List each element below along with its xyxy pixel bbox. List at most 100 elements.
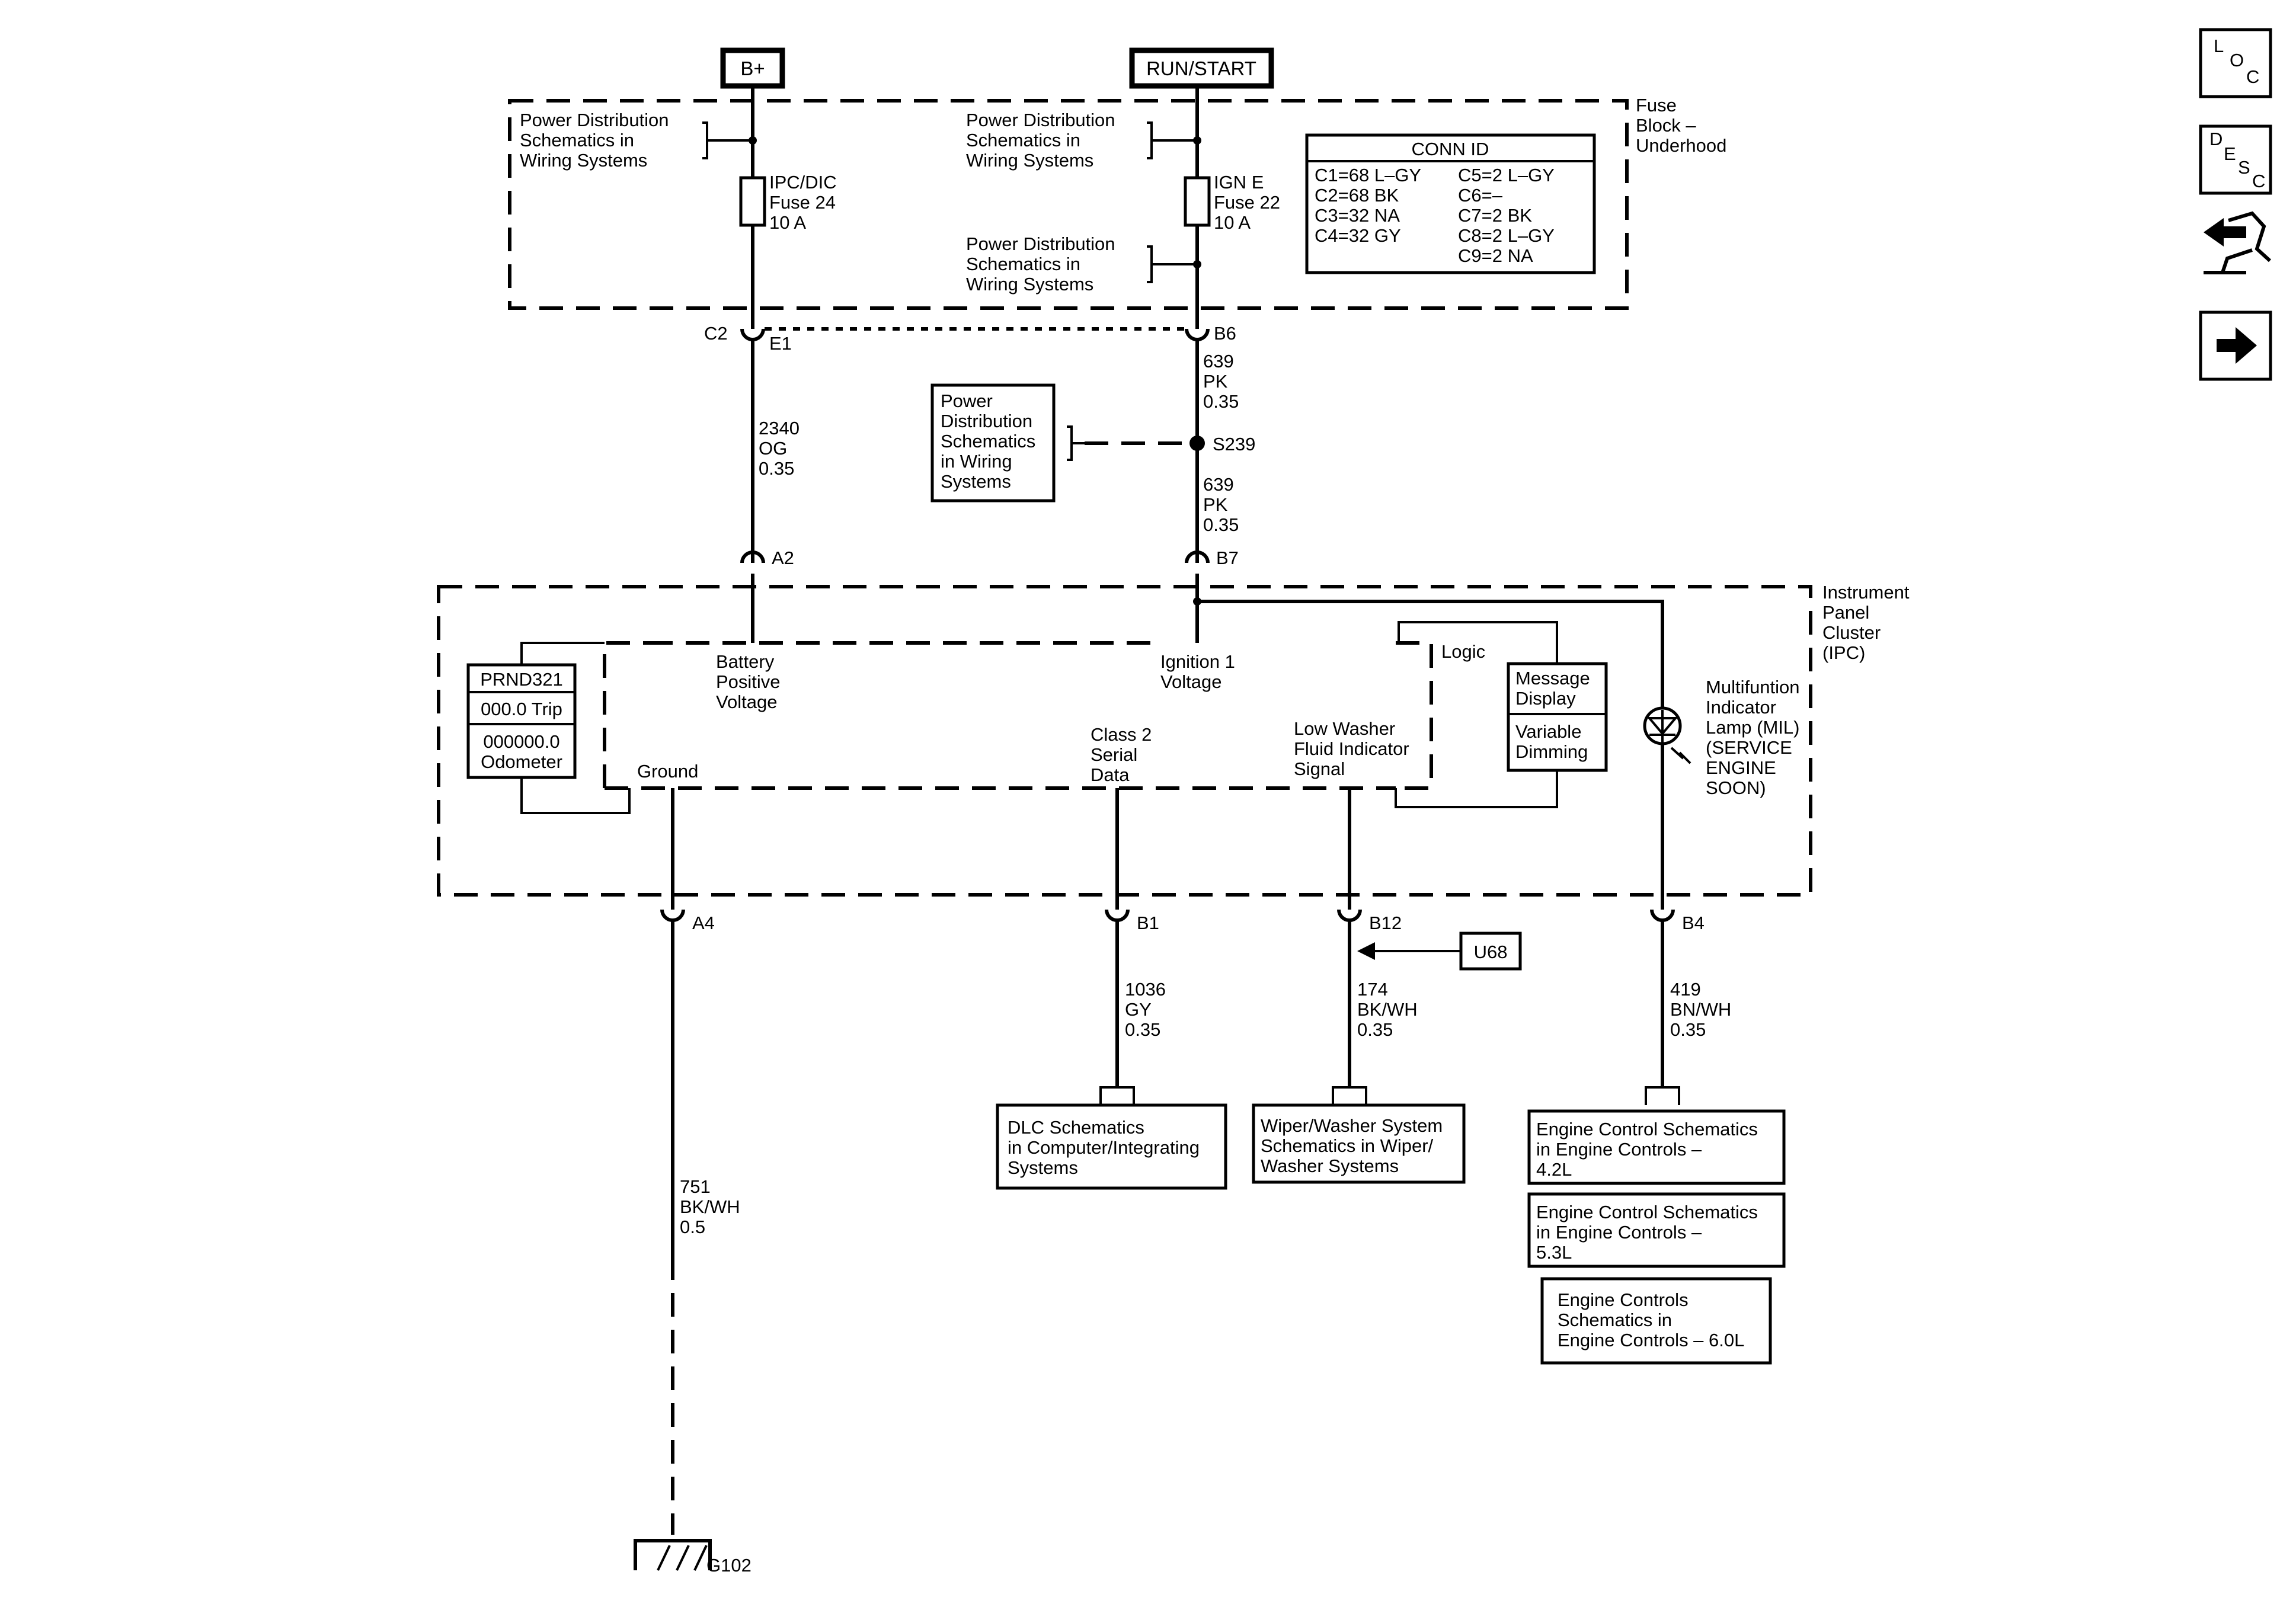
run-start-label: RUN/START <box>1146 57 1256 79</box>
low-washer-l2: Fluid Indicator <box>1294 738 1409 759</box>
loc-button[interactable]: L O C <box>2199 28 2272 98</box>
wiper-schematics-link[interactable] <box>1252 1103 1466 1184</box>
wire-639b-num: 639 <box>1203 474 1234 495</box>
connector-a4 <box>660 909 685 922</box>
conn-id-c8: C8=2 L–GY <box>1458 225 1555 246</box>
engine60-l1: Engine Controls <box>1558 1289 1689 1310</box>
connector-tool-icon <box>2204 218 2246 247</box>
wire-639a-num: 639 <box>1203 351 1234 372</box>
fuse-right-label-1: IGN E <box>1214 172 1264 193</box>
ignition-voltage-l1: Ignition 1 <box>1160 651 1235 672</box>
low-washer-l1: Low Washer <box>1294 718 1395 739</box>
wire-639b-gauge: 0.35 <box>1203 514 1239 535</box>
wiper-l1: Wiper/Washer System <box>1261 1115 1443 1136</box>
engine42-l2: in Engine Controls – <box>1536 1139 1702 1160</box>
wire-174-num: 174 <box>1357 979 1388 1000</box>
connector-b4 <box>1650 909 1675 922</box>
desc-icon-d: D <box>2209 129 2223 149</box>
ignition-voltage-l2: Voltage <box>1160 671 1221 692</box>
ground-symbol-icon <box>634 1539 712 1571</box>
splice-power-dist-note-box <box>930 383 1056 502</box>
fuse-right-label-2: Fuse 22 <box>1214 192 1280 213</box>
conn-id-c1: C1=68 L–GY <box>1315 165 1421 185</box>
battery-positive-l1: Battery <box>716 651 775 672</box>
wire-1036-color: GY <box>1125 999 1152 1020</box>
option-arrow-icon <box>1357 942 1375 960</box>
desc-icon-s: S <box>2238 157 2250 178</box>
instrument-panel-cluster <box>437 585 1812 897</box>
power-dist-note-1-l1: Power Distribution <box>520 110 669 130</box>
connector-tool-button[interactable] <box>2204 211 2272 274</box>
wire-751-num: 751 <box>680 1176 711 1197</box>
wire-419-gauge: 0.35 <box>1670 1019 1706 1040</box>
engine-60-schematics-link[interactable] <box>1540 1277 1772 1365</box>
desc-icon-e: E <box>2224 143 2236 164</box>
loc-icon-c: C <box>2246 66 2259 87</box>
splice-note-l3: Schematics <box>941 431 1035 452</box>
conn-id-title: CONN ID <box>1412 139 1489 159</box>
battery-positive-l3: Voltage <box>716 692 777 712</box>
splice-note-l4: in Wiring <box>941 451 1012 472</box>
fuse-block-underhood <box>508 99 1629 310</box>
logic-label: Logic <box>1441 641 1485 662</box>
connector-b1-label: B1 <box>1137 913 1159 933</box>
loc-icon-o: O <box>2230 50 2244 71</box>
conn-id-c9: C9=2 NA <box>1458 245 1533 266</box>
wire-174-gauge: 0.35 <box>1357 1019 1393 1040</box>
next-button[interactable] <box>2199 311 2272 381</box>
class2-l3: Data <box>1091 764 1130 785</box>
wire-419-color: BN/WH <box>1670 999 1731 1020</box>
connector-a2-label: A2 <box>772 548 794 568</box>
connector-b1 <box>1105 909 1130 922</box>
dlc-l2: in Computer/Integrating <box>1008 1137 1200 1158</box>
power-dist-note-1-l3: Wiring Systems <box>520 150 647 171</box>
conn-id-c7: C7=2 BK <box>1458 205 1532 226</box>
power-dist-note-2-l1: Power Distribution <box>966 110 1115 130</box>
connector-b4-label: B4 <box>1682 913 1705 933</box>
power-dist-note-3-l1: Power Distribution <box>966 233 1115 254</box>
power-dist-note-2-l2: Schematics in <box>966 130 1080 151</box>
engine60-l2: Schematics in <box>1558 1310 1672 1330</box>
power-dist-note-3-l3: Wiring Systems <box>966 274 1093 295</box>
class2-l1: Class 2 <box>1091 724 1152 745</box>
wire-419-num: 419 <box>1670 979 1701 1000</box>
message-display-block <box>1507 662 1608 772</box>
wiper-l2: Schematics in Wiper/ <box>1261 1135 1434 1156</box>
splice-s239 <box>1189 436 1205 451</box>
splice-note-l2: Distribution <box>941 411 1032 431</box>
odometer-label: Odometer <box>481 751 562 772</box>
engine-42-schematics-link[interactable] <box>1527 1109 1786 1185</box>
connector-b6-label: B6 <box>1214 323 1236 344</box>
mil-label-l3: Lamp (MIL) <box>1706 717 1799 738</box>
ipc-label-2: Panel <box>1822 602 1869 623</box>
fuse-left-label-2: Fuse 24 <box>769 192 836 213</box>
dlc-schematics-link[interactable] <box>996 1103 1227 1190</box>
splice-note-l5: Systems <box>941 471 1011 492</box>
variable-dimming-l2: Dimming <box>1515 741 1588 762</box>
splice-s239-label: S239 <box>1213 434 1255 454</box>
connector-e1-label: E1 <box>769 333 792 354</box>
message-display-l1: Message <box>1515 668 1590 689</box>
conn-id-table <box>1305 133 1596 274</box>
wire-2340-gauge: 0.35 <box>759 458 794 479</box>
desc-button[interactable]: D E S C <box>2199 124 2272 195</box>
power-dist-note-3-l2: Schematics in <box>966 254 1080 274</box>
connector-c2-label: C2 <box>704 323 728 344</box>
wire-2340-color: OG <box>759 438 787 459</box>
conn-id-c2: C2=68 BK <box>1315 185 1399 206</box>
wiper-l3: Washer Systems <box>1261 1156 1399 1176</box>
connector-b7 <box>1185 550 1210 564</box>
option-u68-box <box>1459 932 1522 971</box>
class2-l2: Serial <box>1091 744 1137 765</box>
engine-53-schematics-link[interactable] <box>1527 1192 1786 1268</box>
mil-label-l6: SOON) <box>1706 777 1766 798</box>
prnd-odometer-display <box>466 663 577 779</box>
dlc-l1: DLC Schematics <box>1008 1117 1144 1138</box>
conn-id-c6: C6=– <box>1458 185 1503 206</box>
battery-positive-l2: Positive <box>716 671 781 692</box>
fuse-left-label-3: 10 A <box>769 212 806 233</box>
connector-b12 <box>1337 909 1362 922</box>
engine60-l3: Engine Controls – 6.0L <box>1558 1330 1744 1350</box>
wire-639a-color: PK <box>1203 371 1228 392</box>
